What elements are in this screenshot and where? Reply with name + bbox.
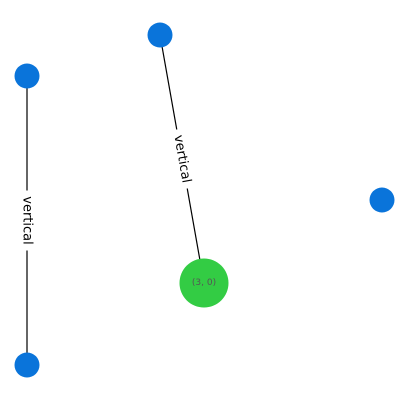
nodes-layer: (3, 0) bbox=[14, 22, 395, 378]
edge-label-background bbox=[17, 190, 37, 251]
edge-label-background bbox=[166, 127, 198, 191]
edge-vertical: vertical bbox=[159, 34, 205, 284]
edges-layer: vertical vertical bbox=[17, 34, 205, 365]
node-circle bbox=[147, 22, 173, 48]
node-label: (3, 0) bbox=[192, 278, 216, 288]
graph-node bbox=[369, 187, 395, 213]
graph-node bbox=[14, 352, 40, 378]
node-circle bbox=[369, 187, 395, 213]
edge-label-group: vertical bbox=[166, 127, 198, 191]
graph-node bbox=[147, 22, 173, 48]
edge-label-group: vertical bbox=[17, 190, 37, 251]
node-circle bbox=[14, 352, 40, 378]
node-circle bbox=[179, 258, 229, 308]
graph-node: (3, 0) bbox=[179, 258, 229, 308]
edge-vertical: vertical bbox=[17, 76, 37, 365]
graph-node bbox=[14, 63, 40, 89]
node-circle bbox=[14, 63, 40, 89]
edge-label: vertical bbox=[20, 196, 35, 244]
